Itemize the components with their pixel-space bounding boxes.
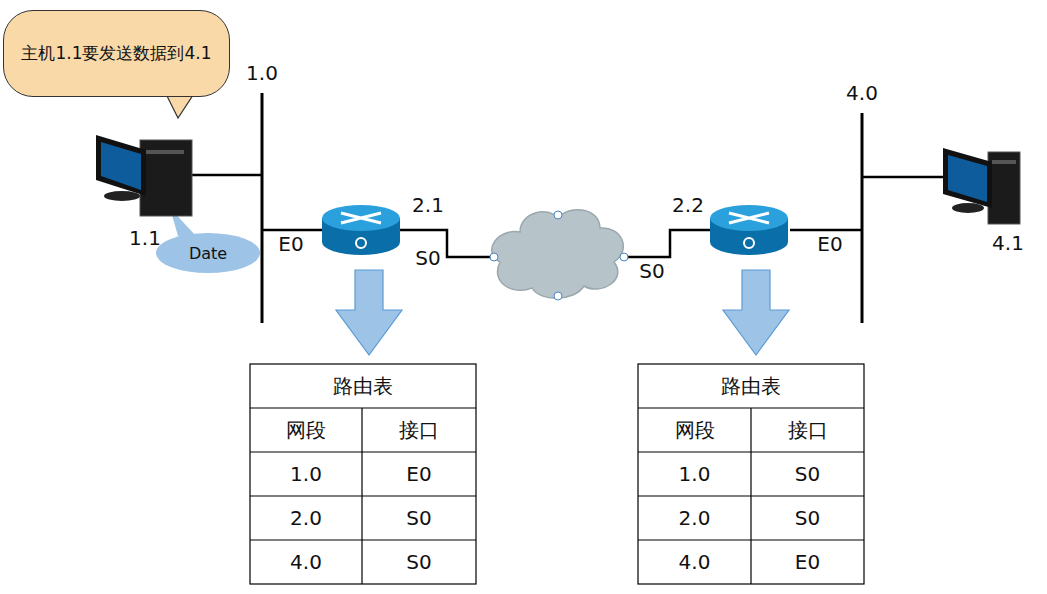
host-link [862,176,948,179]
pointer-arrow [723,270,789,355]
host-computer [943,148,1020,224]
routing-table-grid [250,364,864,584]
wan-cloud [492,210,624,299]
host-computer [96,135,192,216]
node-text: 主机1.1要发送数据到4.1 [21,42,211,65]
node-text: Date [189,244,227,263]
table-cell: S0 [406,507,431,529]
router-link [262,229,322,232]
table-title: 路由表 [333,375,393,397]
cloud-handle [554,211,562,219]
data-callout: Date [156,233,260,273]
table-header: 网段 [286,419,326,441]
router-icon [322,205,400,255]
router-icon [710,205,788,255]
table-header: 接口 [788,419,828,441]
table-cell: E0 [406,463,431,485]
cloud-handle [554,292,562,300]
lan-segment [861,113,864,323]
cloud-handle [490,253,498,261]
table-cell: S0 [795,463,820,485]
cloud-handle [620,253,628,261]
table-cell: 1.0 [679,463,711,485]
table-header: 接口 [399,419,439,441]
serial-link [624,230,710,257]
ip-label: 2.1 [412,194,444,216]
segment-label: 1.0 [246,62,278,84]
table-cell: 1.0 [290,463,322,485]
interface-label: S0 [639,260,664,282]
pointer-arrow [336,270,402,355]
host-label: 1.1 [129,227,161,249]
table-cell: S0 [406,551,431,573]
table-cell: 4.0 [679,551,711,573]
host-label: 4.1 [992,232,1024,254]
table-cell: 2.0 [290,507,322,529]
table-cell: S0 [795,507,820,529]
interface-label: E0 [817,233,842,255]
table-cell: 2.0 [679,507,711,529]
table-title: 路由表 [721,375,781,397]
table-cell: E0 [795,551,820,573]
host-link [192,174,262,177]
interface-label: E0 [278,233,303,255]
ip-label: 2.2 [672,194,704,216]
table-cell: 4.0 [290,551,322,573]
interface-label: S0 [415,247,440,269]
segment-label: 4.0 [846,82,878,104]
speech-bubble: 主机1.1要发送数据到4.1 [3,10,230,97]
serial-link [400,230,494,257]
lan-segment [261,93,264,323]
router-link [790,229,862,232]
table-header: 网段 [675,419,715,441]
